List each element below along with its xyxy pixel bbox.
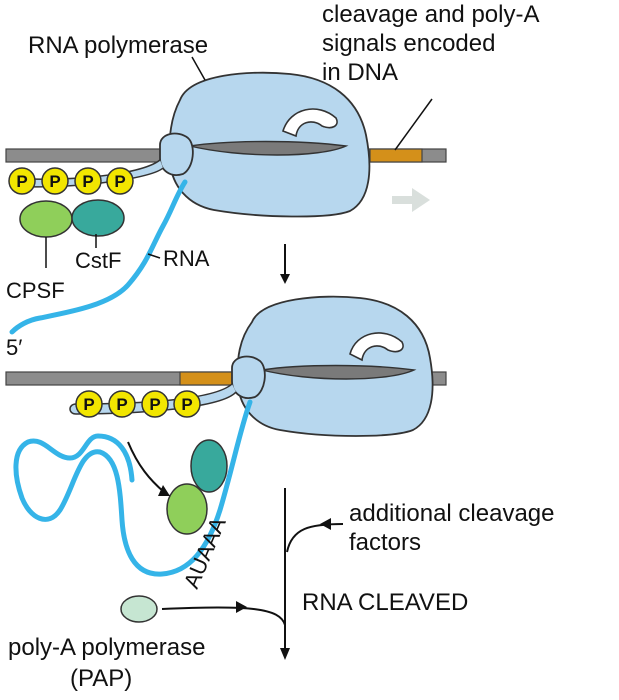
phosphate-label: P xyxy=(16,172,27,191)
phosphate-circle xyxy=(74,167,102,195)
label-pap-line1: poly-A polymerase xyxy=(8,634,205,661)
cleavage-factor-branch xyxy=(286,523,344,553)
phosphate-circle xyxy=(173,390,201,418)
phosphate-circle xyxy=(141,390,169,418)
cstf-protein-bottom xyxy=(190,439,228,493)
dna-signal-top xyxy=(369,148,423,163)
label-pap-line2: (PAP) xyxy=(70,665,132,692)
cpsf-protein-bottom xyxy=(166,483,208,535)
binding-arrow xyxy=(127,441,165,493)
rna-polymerase-top xyxy=(159,71,371,218)
phosphate-label: P xyxy=(82,172,93,191)
cstf-protein-top xyxy=(71,199,125,237)
pap-arrowhead xyxy=(236,601,247,613)
phosphate-label: P xyxy=(116,395,127,414)
leader-rna xyxy=(147,253,161,259)
step-arrowhead xyxy=(280,274,290,284)
phosphate-label: P xyxy=(181,395,192,414)
phosphate-label: P xyxy=(83,395,94,414)
leader-signals xyxy=(394,98,433,151)
phosphate-label: P xyxy=(114,172,125,191)
phosphate-group-top: P P P P xyxy=(8,167,134,195)
label-cstf: CstF xyxy=(75,248,121,273)
phosphate-label: P xyxy=(149,395,160,414)
rna-polymerase-bottom xyxy=(231,295,434,437)
cpsf-protein-top xyxy=(19,200,73,238)
phosphate-label: P xyxy=(49,172,60,191)
label-signals-line1: cleavage and poly-A xyxy=(322,1,539,28)
phosphate-circle xyxy=(106,167,134,195)
label-signals-line2: signals encoded xyxy=(322,30,495,57)
label-five-prime: 5′ xyxy=(6,335,22,360)
process-arrowhead xyxy=(280,648,290,660)
label-cpsf: CPSF xyxy=(6,278,65,303)
phosphate-circle xyxy=(41,167,69,195)
transcription-direction-arrow xyxy=(392,188,430,212)
binding-arrowhead xyxy=(158,485,170,496)
leader-rna-polymerase xyxy=(191,56,206,81)
phosphate-group-bottom: P P P P xyxy=(75,390,201,418)
phosphate-circle xyxy=(108,390,136,418)
label-additional-line1: additional cleavage xyxy=(349,500,555,527)
label-rna: RNA xyxy=(163,246,210,271)
label-rna-polymerase: RNA polymerase xyxy=(28,32,208,59)
cleavage-factor-arrowhead xyxy=(320,518,331,530)
dna-signal-bottom xyxy=(179,371,235,386)
rna-transcript-bottom xyxy=(13,399,253,577)
pap-branch xyxy=(161,606,286,626)
phosphate-circle xyxy=(75,390,103,418)
pap-protein xyxy=(120,595,158,623)
label-additional-line2: factors xyxy=(349,529,421,556)
phosphate-circle xyxy=(8,167,36,195)
rna-transcript-top xyxy=(9,179,188,335)
label-rna-cleaved: RNA CLEAVED xyxy=(302,589,468,616)
label-signals-line3: in DNA xyxy=(322,59,398,86)
